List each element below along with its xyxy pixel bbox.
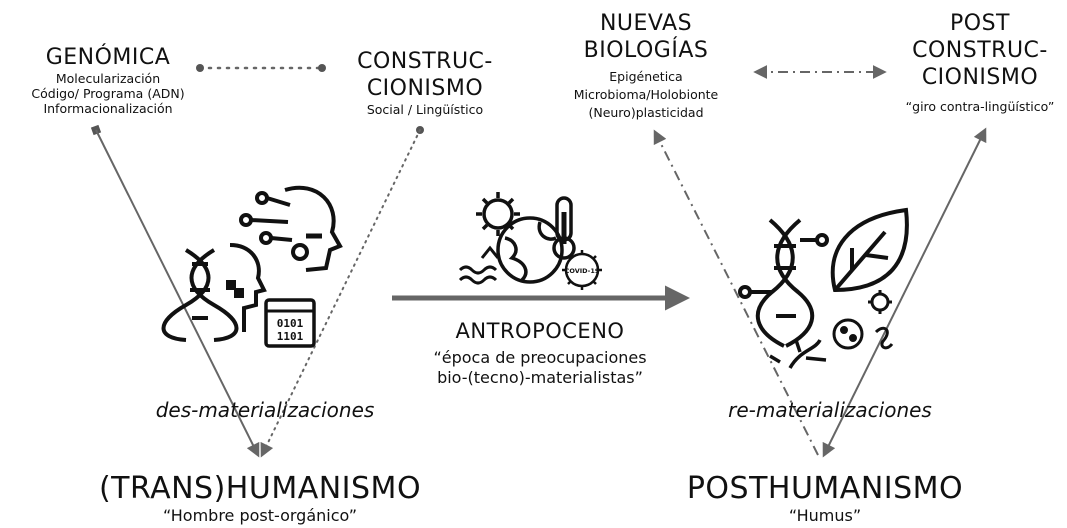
antropoceno-line-1: “época de preocupaciones [433, 348, 647, 367]
sun-gear-icon [476, 192, 520, 236]
antropoceno-block: ANTROPOCENO “época de preocupaciones bio… [395, 318, 685, 388]
code-window-icon [264, 298, 316, 348]
construccionismo-sub: Social / Lingüístico [366, 102, 484, 117]
post-title-1: POST [950, 11, 1010, 36]
post-construccionismo-block: POST CONSTRUC- CIONISMO “giro contra-lin… [895, 10, 1065, 114]
nuevas-line-3: (Neuro)plasticidad [588, 105, 704, 120]
genomica-title: GENÓMICA [45, 45, 171, 70]
transhumanismo-sub: “Hombre post-orgánico” [162, 506, 358, 525]
post-title-3: CIONISMO [921, 65, 1039, 90]
genomica-construccionismo-link [196, 64, 326, 72]
nuevas-line-1: Epigénetica [609, 69, 683, 84]
waves-icon [458, 245, 500, 285]
bacteria-icon [832, 290, 894, 350]
construccionismo-block: CONSTRUC- CIONISMO Social / Lingüístico [350, 48, 500, 117]
leaf-icon [830, 207, 909, 293]
antropoceno-line-2: bio-(tecno)-materialistas” [437, 368, 643, 387]
antropoceno-title: ANTROPOCENO [455, 319, 625, 343]
transhumanismo-title: (TRANS)HUMANISMO [98, 471, 422, 506]
construccionismo-transhumanismo-arrow [260, 126, 424, 458]
nuevas-title-1: NUEVAS [599, 11, 693, 36]
virus-icon [562, 250, 602, 290]
des-materializaciones-label: des-materializaciones [155, 398, 375, 422]
posthumanismo-block: POSTHUMANISMO “Humus” [660, 472, 990, 526]
nuevas-line-2: Microbioma/Holobionte [573, 87, 719, 102]
thermometer-icon [552, 196, 576, 260]
dna-icon [161, 248, 239, 342]
coral-icon [769, 339, 827, 369]
covid-label: COVID-19 [565, 267, 600, 275]
construccionismo-title-1: CONSTRUC- [357, 49, 493, 74]
posthumanismo-nuevas-arrow [653, 129, 819, 456]
nuevas-biologias-block: NUEVAS BIOLOGÍAS Epigénetica Microbioma/… [560, 10, 732, 122]
globe-icon [496, 216, 564, 284]
transhumanismo-block: (TRANS)HUMANISMO “Hombre post-orgánico” [80, 472, 440, 526]
dna-molecule-icon [738, 218, 829, 348]
post-title-2: CONSTRUC- [912, 38, 1048, 63]
posthumanismo-sub: “Humus” [788, 506, 862, 525]
genomica-line-2: Código/ Programa (ADN) [31, 86, 185, 101]
posthumanismo-title: POSTHUMANISMO [686, 471, 964, 506]
construccionismo-title-2: CIONISMO [366, 76, 484, 101]
post-sub: “giro contra-lingüístico” [905, 99, 1055, 114]
re-materializaciones-label: re-materializaciones [728, 398, 932, 422]
robot-head-icon [239, 185, 343, 272]
binary-code-line-1: 0101 [277, 317, 304, 330]
genomica-line-3: Informacionalización [43, 101, 173, 116]
genomica-line-1: Molecularización [55, 71, 161, 86]
human-profile-icon [226, 243, 267, 332]
nuevas-title-2: BIOLOGÍAS [583, 38, 709, 63]
binary-code-line-2: 1101 [277, 330, 304, 343]
genomica-transhumanismo-arrow [90, 124, 260, 458]
post-posthumanismo-arrow [822, 127, 987, 458]
genomica-block: GENÓMICA Molecularización Código/ Progra… [20, 44, 196, 116]
